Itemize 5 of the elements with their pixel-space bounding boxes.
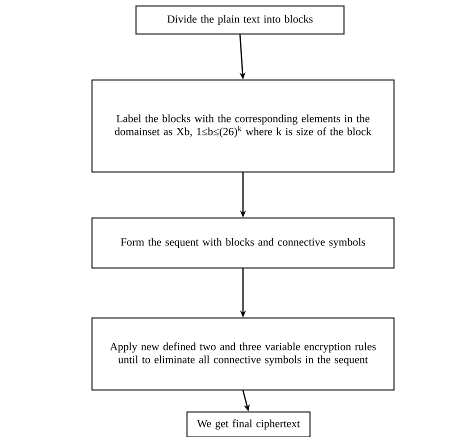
process-box: Label the blocks with the corresponding elements in the domainset as Xb, 1≤b≤(26)$^{k}$ where k is size of the block [92,80,394,172]
process-box: Form the sequent with blocks and connective symbols [92,218,394,268]
process-box: Divide the plain text into blocks [136,6,344,34]
process-box: Apply new defined two and three variable encryption rules until to eliminate all connective symbols in the sequent [92,318,394,390]
process-box: We get final ciphertext [186,412,310,437]
